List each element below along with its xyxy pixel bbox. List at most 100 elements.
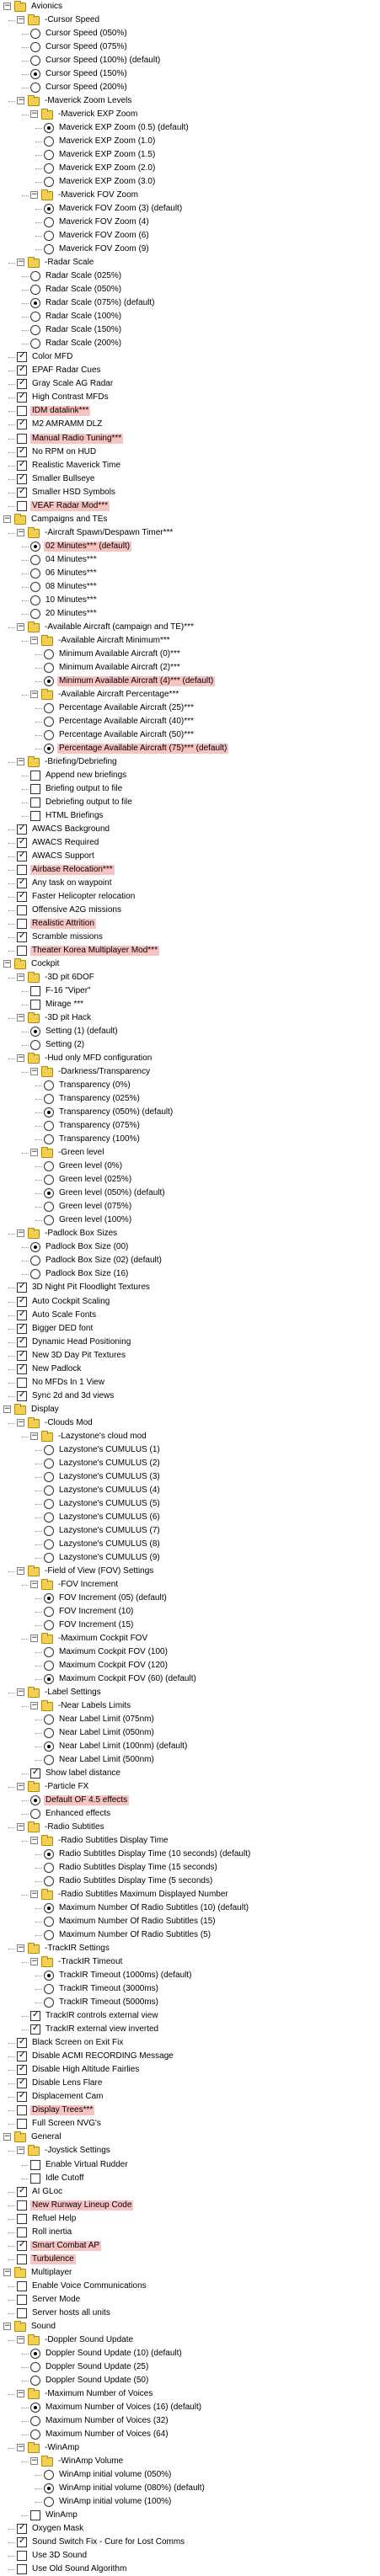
radio-button[interactable] (44, 1188, 54, 1199)
tree-radio-item[interactable]: Radar Scale (075%) (default) (0, 296, 380, 310)
collapse-box-icon[interactable]: − (30, 2456, 38, 2465)
radio-button[interactable] (30, 541, 40, 552)
checkbox[interactable] (30, 770, 40, 781)
tree-radio-item[interactable]: Padlock Box Size (00) (0, 1240, 380, 1254)
tree-checkbox-item[interactable]: Oxygen Mask (0, 2522, 380, 2536)
tree-checkbox-item[interactable]: Use Old Sound Algorithm (0, 2563, 380, 2576)
tree-radio-item[interactable]: WinAmp initial volume (050%) (0, 2468, 380, 2482)
tree-group[interactable]: −General (0, 2131, 380, 2144)
tree-radio-item[interactable]: Green level (0%) (0, 1160, 380, 1173)
tree-checkbox-item[interactable]: New Padlock (0, 1363, 380, 1376)
radio-button[interactable] (30, 568, 40, 579)
tree-radio-item[interactable]: Setting (1) (default) (0, 1025, 380, 1038)
collapse-box-icon[interactable]: − (3, 1404, 11, 1413)
tree-radio-item[interactable]: Radar Scale (050%) (0, 283, 380, 296)
collapse-box-icon[interactable]: − (17, 2388, 24, 2397)
checkbox[interactable] (17, 2105, 27, 2116)
radio-button[interactable] (44, 1485, 54, 1496)
tree-checkbox-item[interactable]: Sync 2d and 3d views (0, 1389, 380, 1403)
tree-checkbox-item[interactable]: Append new briefings (0, 769, 380, 782)
checkbox[interactable] (17, 2091, 27, 2103)
checkbox[interactable] (17, 1323, 27, 1334)
collapse-box-icon[interactable]: − (17, 1053, 24, 1063)
checkbox[interactable] (17, 2119, 27, 2130)
radio-button[interactable] (44, 743, 54, 754)
tree-group[interactable]: −Campaigns and TEs (0, 513, 380, 526)
tree-group[interactable]: −-Maximum Number of Voices (0, 2387, 380, 2401)
tree-radio-item[interactable]: Maximum Cockpit FOV (60) (default) (0, 1672, 380, 1686)
tree-radio-item[interactable]: Cursor Speed (100%) (default) (0, 54, 380, 67)
radio-button[interactable] (30, 312, 40, 323)
tree-checkbox-item[interactable]: Scramble missions (0, 931, 380, 944)
tree-radio-item[interactable]: Near Label Limit (050nm) (0, 1726, 380, 1740)
tree-group[interactable]: −-Cursor Speed (0, 13, 380, 27)
radio-button[interactable] (44, 1121, 54, 1132)
tree-radio-item[interactable]: 08 Minutes*** (0, 580, 380, 594)
checkbox[interactable] (17, 2064, 27, 2076)
collapse-box-icon[interactable]: − (17, 1782, 24, 1791)
radio-button[interactable] (30, 2402, 40, 2413)
tree-radio-item[interactable]: Maverick EXP Zoom (1.0) (0, 135, 380, 148)
tree-radio-item[interactable]: Near Label Limit (075nm) (0, 1713, 380, 1726)
tree-radio-item[interactable]: Maximum Number Of Radio Subtitles (5) (0, 1928, 380, 1942)
collapse-box-icon[interactable]: − (17, 1687, 24, 1696)
tree-checkbox-item[interactable]: Faster Helicopter relocation (0, 890, 380, 904)
tree-radio-item[interactable]: Transparency (050%) (default) (0, 1106, 380, 1119)
radio-button[interactable] (44, 1107, 54, 1118)
tree-checkbox-item[interactable]: Server hosts all units (0, 2307, 380, 2320)
radio-button[interactable] (44, 1741, 54, 1752)
tree-radio-item[interactable]: 20 Minutes*** (0, 607, 380, 621)
tree-checkbox-item[interactable]: Enable Voice Communications (0, 2280, 380, 2293)
radio-button[interactable] (44, 1444, 54, 1455)
tree-checkbox-item[interactable]: Smaller HSD Symbols (0, 486, 380, 499)
radio-button[interactable] (44, 204, 54, 215)
tree-checkbox-item[interactable]: AI GLoc (0, 2185, 380, 2199)
radio-button[interactable] (30, 1809, 40, 1820)
checkbox[interactable] (17, 351, 27, 363)
radio-button[interactable] (44, 2469, 54, 2480)
radio-button[interactable] (44, 163, 54, 174)
tree-checkbox-item[interactable]: F-16 "Viper" (0, 984, 380, 998)
collapse-box-icon[interactable]: − (17, 527, 24, 536)
radio-button[interactable] (44, 1714, 54, 1725)
tree-radio-item[interactable]: Lazystone's CUMULUS (6) (0, 1511, 380, 1524)
collapse-box-icon[interactable]: − (17, 96, 24, 105)
radio-button[interactable] (44, 1606, 54, 1617)
tree-checkbox-item[interactable]: Dynamic Head Positioning (0, 1336, 380, 1349)
checkbox[interactable] (17, 378, 27, 390)
tree-checkbox-item[interactable]: Color MFD (0, 350, 380, 364)
radio-button[interactable] (44, 1498, 54, 1509)
tree-radio-item[interactable]: Near Label Limit (100nm) (default) (0, 1740, 380, 1753)
tree-radio-item[interactable]: Maximum Number of Voices (64) (0, 2428, 380, 2441)
tree-radio-item[interactable]: Percentage Available Aircraft (40)*** (0, 715, 380, 728)
tree-radio-item[interactable]: Transparency (0%) (0, 1079, 380, 1092)
radio-button[interactable] (30, 1269, 40, 1280)
collapse-box-icon[interactable]: − (30, 1579, 38, 1588)
tree-radio-item[interactable]: Maverick FOV Zoom (4) (0, 216, 380, 229)
checkbox[interactable] (17, 2294, 27, 2305)
tree-radio-item[interactable]: WinAmp initial volume (080%) (default) (0, 2482, 380, 2495)
radio-button[interactable] (44, 1525, 54, 1536)
tree-radio-item[interactable]: Green level (050%) (default) (0, 1187, 380, 1200)
tree-checkbox-item[interactable]: Server Mode (0, 2293, 380, 2307)
tree-radio-item[interactable]: 06 Minutes*** (0, 567, 380, 580)
radio-button[interactable] (30, 608, 40, 619)
radio-button[interactable] (30, 271, 40, 282)
checkbox[interactable] (17, 2213, 27, 2224)
tree-radio-item[interactable]: Cursor Speed (150%) (0, 67, 380, 81)
tree-checkbox-item[interactable]: 3D Night Pit Floodlight Textures (0, 1281, 380, 1294)
tree-group[interactable]: −-Aircraft Spawn/Despawn Timer*** (0, 526, 380, 540)
tree-radio-item[interactable]: Transparency (075%) (0, 1119, 380, 1133)
checkbox[interactable] (17, 1309, 27, 1320)
radio-button[interactable] (44, 1903, 54, 1914)
collapse-box-icon[interactable]: − (17, 258, 24, 267)
tree-group[interactable]: −-Clouds Mod (0, 1416, 380, 1430)
tree-checkbox-item[interactable]: Disable ACMI RECORDING Message (0, 2050, 380, 2063)
collapse-box-icon[interactable]: − (17, 973, 24, 982)
tree-radio-item[interactable]: Cursor Speed (050%) (0, 27, 380, 40)
tree-radio-item[interactable]: Radar Scale (200%) (0, 337, 380, 350)
tree-group[interactable]: −Display (0, 1403, 380, 1416)
radio-button[interactable] (44, 1471, 54, 1482)
collapse-box-icon[interactable]: − (17, 2146, 24, 2155)
tree-radio-item[interactable]: Maverick FOV Zoom (9) (0, 243, 380, 256)
